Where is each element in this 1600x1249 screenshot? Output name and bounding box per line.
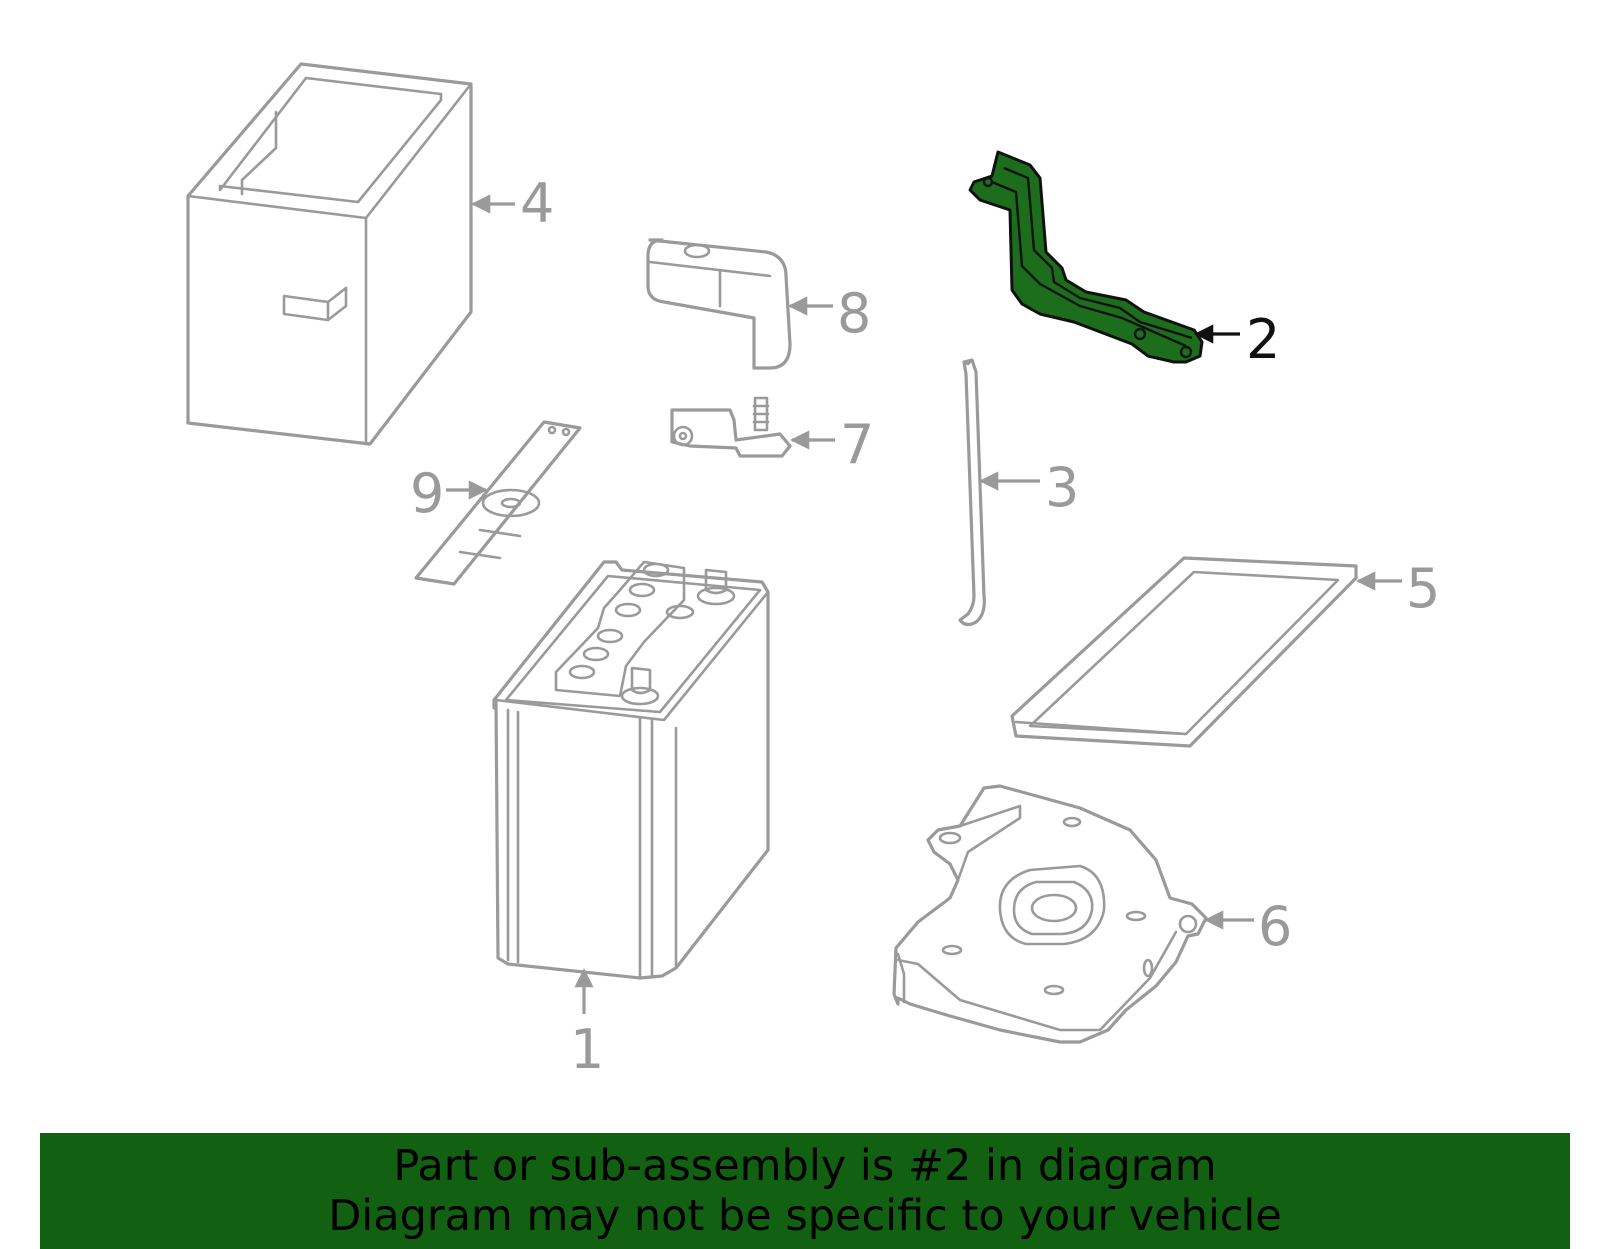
- part-7-terminal-clamp: [670, 396, 792, 458]
- part-9-strap: [414, 420, 582, 586]
- banner-line-1: Part or sub-assembly is #2 in diagram: [393, 1141, 1217, 1191]
- callout-7: 7: [840, 413, 874, 476]
- callout-8: 8: [837, 282, 871, 345]
- callout-9: 9: [410, 462, 444, 525]
- callout-6: 6: [1258, 895, 1292, 958]
- banner-line-2: Diagram may not be specific to your vehi…: [328, 1191, 1282, 1241]
- part-6-battery-tray: [892, 784, 1208, 1044]
- part-1-battery: [492, 560, 770, 980]
- part-5-tray-pad: [1010, 556, 1358, 748]
- callout-5: 5: [1406, 557, 1440, 620]
- part-4-battery-box: [186, 62, 473, 446]
- callout-2: 2: [1246, 308, 1280, 371]
- callout-3: 3: [1045, 456, 1079, 519]
- info-banner: Part or sub-assembly is #2 in diagram Di…: [40, 1133, 1570, 1249]
- part-2-bracket: [968, 150, 1204, 364]
- part-8-terminal-cover: [646, 238, 792, 370]
- part-3-rod: [958, 358, 986, 627]
- callout-4: 4: [520, 172, 554, 235]
- callout-1: 1: [570, 1018, 604, 1081]
